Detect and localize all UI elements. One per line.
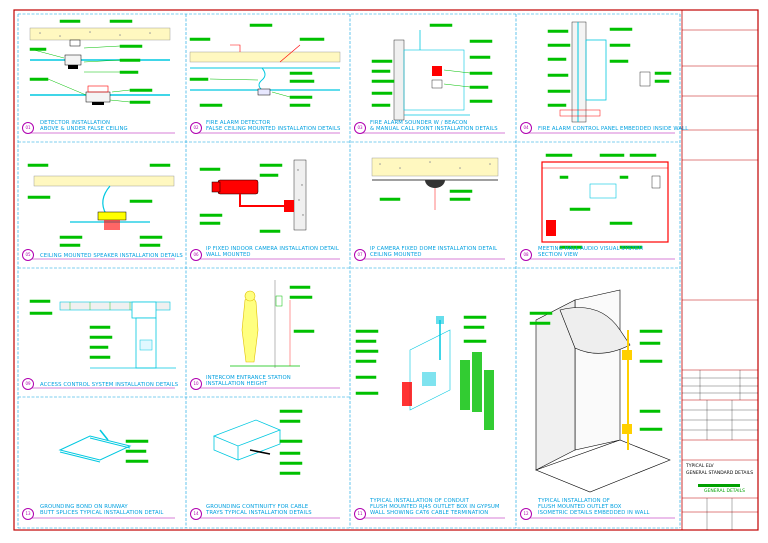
detail-08-caption-line1: MEETING HALL AUDIO VISUAL SYSTEM (538, 246, 643, 252)
sheet-title-line1: TYPICAL ELV (686, 464, 714, 469)
detail-01-caption-line1: DETECTOR INSTALLATION (40, 120, 111, 126)
detail-02-number: 02 (190, 122, 202, 134)
detail-06-number: 06 (190, 249, 202, 261)
detail-02-caption-line1: FIRE ALARM DETECTOR (206, 120, 271, 126)
detail-11-caption-line2: FLUSH MOUNTED RJ45 OUTLET BOX IN GYPSUM (370, 504, 500, 510)
detail-04-drawing (559, 21, 651, 123)
detail-02-caption-line2: FALSE CEILING MOUNTED INSTALLATION DETAI… (206, 126, 341, 132)
detail-11-caption-line3: WALL SHOWING CAT6 CABLE TERMINATION (370, 510, 489, 516)
detail-10-number: 10 (190, 378, 202, 390)
detail-07-caption-line1: IP CAMERA FIXED DOME INSTALLATION DETAIL (370, 246, 498, 252)
detail-12-caption-line3: ISOMETRIC DETAILS EMBEDDED IN WALL (538, 510, 650, 516)
detail-03-number: 03 (354, 122, 366, 134)
detail-01-caption-line2: ABOVE & UNDER FALSE CEILING (40, 126, 128, 132)
detail-13-number: 13 (22, 508, 34, 520)
detail-05-number: 05 (22, 249, 34, 261)
detail-13-caption-line1: GROUNDING BOND ON RUNWAY (40, 504, 128, 510)
detail-03-caption-line1: FIRE ALARM SOUNDER W / BEACON (370, 120, 468, 126)
detail-14-caption-line1: GROUNDING CONTINUITY FOR CABLE (206, 504, 309, 510)
detail-11-drawing (402, 316, 494, 430)
detail-14-caption-line2: TRAYS TYPICAL INSTALLATION DETAILS (206, 510, 312, 516)
detail-13-caption-line2: BUTT SPLICES TYPICAL INSTALLATION DETAIL (40, 510, 164, 516)
detail-11-caption-line1: TYPICAL INSTALLATION OF CONDUIT (370, 498, 469, 504)
detail-12-number: 12 (520, 508, 532, 520)
detail-09-caption-line1: ACCESS CONTROL SYSTEM INSTALLATION DETAI… (40, 382, 179, 388)
detail-01-number: 01 (22, 122, 34, 134)
detail-08-drawing (541, 161, 669, 243)
detail-01-drawing (29, 27, 171, 105)
detail-06-drawing (211, 159, 307, 231)
detail-04-caption-line1: FIRE ALARM CONTROL PANEL EMBEDDED INSIDE… (538, 126, 689, 132)
detail-07-caption-line2: CEILING MOUNTED (370, 252, 422, 258)
detail-03-caption-line2: & MANUAL CALL POINT INSTALLATION DETAILS (370, 126, 498, 132)
detail-10-drawing (230, 280, 300, 368)
detail-10-caption-line1: INTERCOM ENTRANCE STATION (206, 375, 291, 381)
sheet-subtitle: GENERAL DETAILS (704, 489, 745, 494)
detail-05-caption-line1: CEILING MOUNTED SPEAKER INSTALLATION DET… (40, 253, 183, 259)
detail-12-caption-line1: TYPICAL INSTALLATION OF (538, 498, 610, 504)
detail-07-drawing (371, 157, 499, 210)
detail-13-drawing (58, 429, 132, 463)
detail-06-caption-line1: IP FIXED INDOOR CAMERA INSTALLATION DETA… (206, 246, 339, 252)
detail-09-number: 09 (22, 378, 34, 390)
detail-09-drawing (59, 301, 176, 369)
sheet-title-line2: GENERAL STANDARD DETAILS (686, 471, 754, 476)
detail-11-number: 11 (354, 508, 366, 520)
detail-04-number: 04 (520, 122, 532, 134)
detail-05-drawing (33, 175, 175, 230)
detail-12-drawing (535, 289, 671, 493)
detail-14-number: 14 (190, 508, 202, 520)
detail-14-drawing (212, 419, 282, 461)
detail-03-drawing (393, 30, 470, 121)
detail-08-number: 08 (520, 249, 532, 261)
detail-06-caption-line2: WALL MOUNTED (206, 252, 251, 258)
detail-grid (17, 13, 681, 529)
detail-10-caption-line2: INSTALLATION HEIGHT (206, 381, 268, 387)
detail-12-caption-line2: FLUSH MOUNTED OUTLET BOX (538, 504, 622, 510)
detail-08-caption-line2: SECTION VIEW (538, 252, 578, 258)
title-block-frame (681, 9, 759, 531)
detail-07-number: 07 (354, 249, 366, 261)
detail-02-drawing (189, 44, 341, 96)
